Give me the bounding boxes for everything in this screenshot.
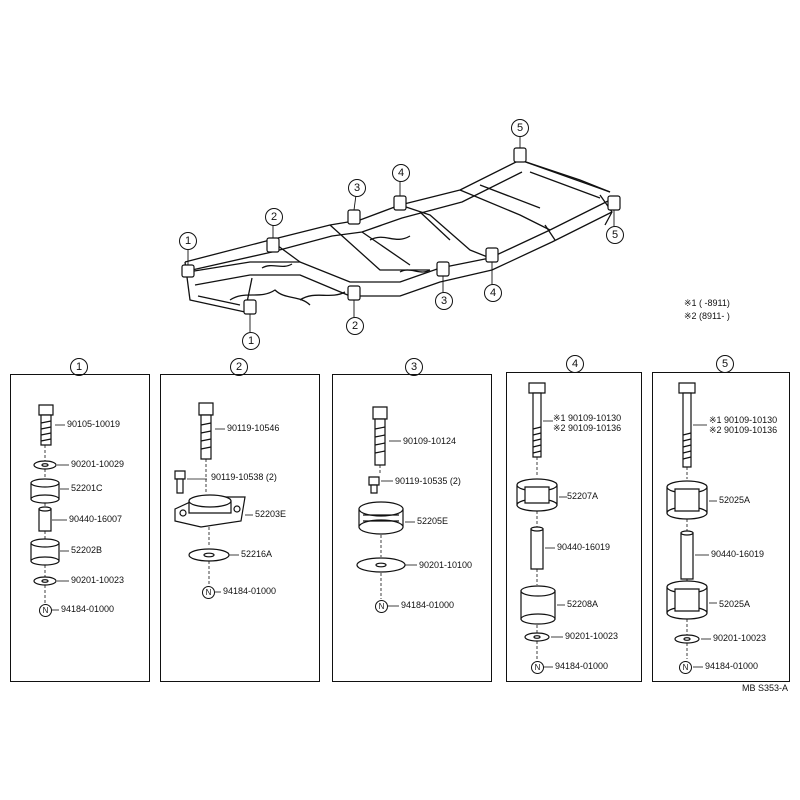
part-label: 90109-10124: [403, 436, 457, 446]
frame-callout-3: 3: [348, 179, 366, 197]
frame-callout-3-rear: 3: [435, 292, 453, 310]
panel-2: 90119-10546 90119-10538 (2) 52203E 52216…: [160, 374, 320, 682]
diagram-reference: MB S353-A: [742, 683, 789, 693]
panel-1: 90105-10019 90201-10029 52201C 90440-160…: [10, 374, 150, 682]
frame-callout-1-rear: 1: [242, 332, 260, 350]
bolt-icon: [372, 406, 388, 420]
part-label: 52203E: [255, 509, 287, 519]
panel-4-drawing: [516, 382, 567, 668]
small-bolt-icon: [368, 476, 380, 486]
bolt-icon: [678, 382, 696, 394]
n-mark-icon: N: [375, 600, 388, 613]
bolt-icon: [528, 382, 546, 394]
part-label: 90105-10019: [67, 419, 121, 429]
frame-rail-rear: [184, 159, 611, 263]
part-label: 90201-10023: [71, 575, 125, 585]
frame-mount-3-rear: [436, 261, 450, 277]
part-label: 90440-16019: [557, 542, 611, 552]
part-label: 90440-16007: [69, 514, 123, 524]
panel-2-number: 2: [230, 358, 248, 376]
small-bolt-icon: [174, 470, 186, 480]
frame-callout-4: 4: [392, 164, 410, 182]
panel-4: ※1 90109-10130 ※2 90109-10136 52207A 904…: [506, 372, 642, 682]
part-label: ※2 90109-10136: [553, 423, 622, 433]
panel-3: 90109-10124 90119-10535 (2) 52205E 90201…: [332, 374, 492, 682]
frame-callout-1: 1: [179, 232, 197, 250]
part-label: 94184-01000: [223, 586, 277, 596]
legend-line-1: ※1 ( -8911): [684, 298, 730, 308]
part-label: 90201-10023: [713, 633, 767, 643]
collar-icon: [680, 532, 694, 580]
part-label: 52216A: [241, 549, 273, 559]
bolt-icon: [38, 404, 54, 416]
frame-mount-1-rear: [243, 299, 257, 315]
panel-3-drawing: [356, 406, 417, 607]
part-label: 52202B: [71, 545, 103, 555]
part-label: 52207A: [567, 491, 599, 501]
collar-icon: [530, 528, 544, 570]
frame-callout-2: 2: [265, 208, 283, 226]
bolt-icon: [198, 402, 214, 416]
frame-mount-4-rear: [485, 247, 499, 263]
n-mark-icon: N: [202, 586, 215, 599]
frame-rail-front: [187, 199, 611, 283]
panel-3-number: 3: [405, 358, 423, 376]
frame-callout-5: 5: [511, 119, 529, 137]
frame-mount-2-rear: [347, 285, 361, 301]
part-label: 52025A: [719, 599, 751, 609]
part-label: 90201-10023: [565, 631, 619, 641]
part-label: 52201C: [71, 483, 103, 493]
collar-icon: [38, 508, 52, 532]
panel-1-number: 1: [70, 358, 88, 376]
frame-mount-5-front: [513, 147, 527, 163]
frame-callout-4-rear: 4: [484, 284, 502, 302]
part-label: ※1 90109-10130: [553, 413, 622, 423]
frame-callout-2-rear: 2: [346, 317, 364, 335]
n-mark-icon: N: [531, 661, 544, 674]
frame-drawing: [181, 134, 621, 332]
part-label: 94184-01000: [401, 600, 455, 610]
n-mark-icon: N: [679, 661, 692, 674]
part-label: 90119-10535 (2): [395, 476, 461, 486]
panel-5: ※1 90109-10130 ※2 90109-10136 52025A 904…: [652, 372, 790, 682]
part-label: 90119-10538 (2): [211, 472, 277, 482]
frame-callout-5-rear: 5: [606, 226, 624, 244]
panel-5-number: 5: [716, 355, 734, 373]
panel-2-drawing: [174, 402, 253, 593]
part-label: 94184-01000: [705, 661, 759, 671]
part-label: 90201-10100: [419, 560, 473, 570]
part-label: 90119-10546: [227, 423, 280, 433]
part-label: 94184-01000: [61, 604, 115, 614]
frame-mount-2-front: [266, 237, 280, 253]
part-label: 52208A: [567, 599, 599, 609]
frame-mount-4-front: [393, 195, 407, 211]
panel-4-number: 4: [566, 355, 584, 373]
n-mark-icon: N: [39, 604, 52, 617]
part-label: 90201-10029: [71, 459, 125, 469]
part-label: 52025A: [719, 495, 751, 505]
part-label: 90440-16019: [711, 549, 765, 559]
part-label: ※2 90109-10136: [709, 425, 778, 435]
part-label: ※1 90109-10130: [709, 415, 778, 425]
panel-1-drawing: [30, 404, 69, 611]
frame-mount-5-rear: [607, 195, 621, 211]
frame-mount-3-front: [347, 209, 361, 225]
part-label: 52205E: [417, 516, 449, 526]
frame-mount-1-front: [181, 264, 195, 278]
part-label: 94184-01000: [555, 661, 609, 671]
panel-5-drawing: [666, 382, 717, 668]
legend-line-2: ※2 (8911- ): [684, 311, 730, 321]
